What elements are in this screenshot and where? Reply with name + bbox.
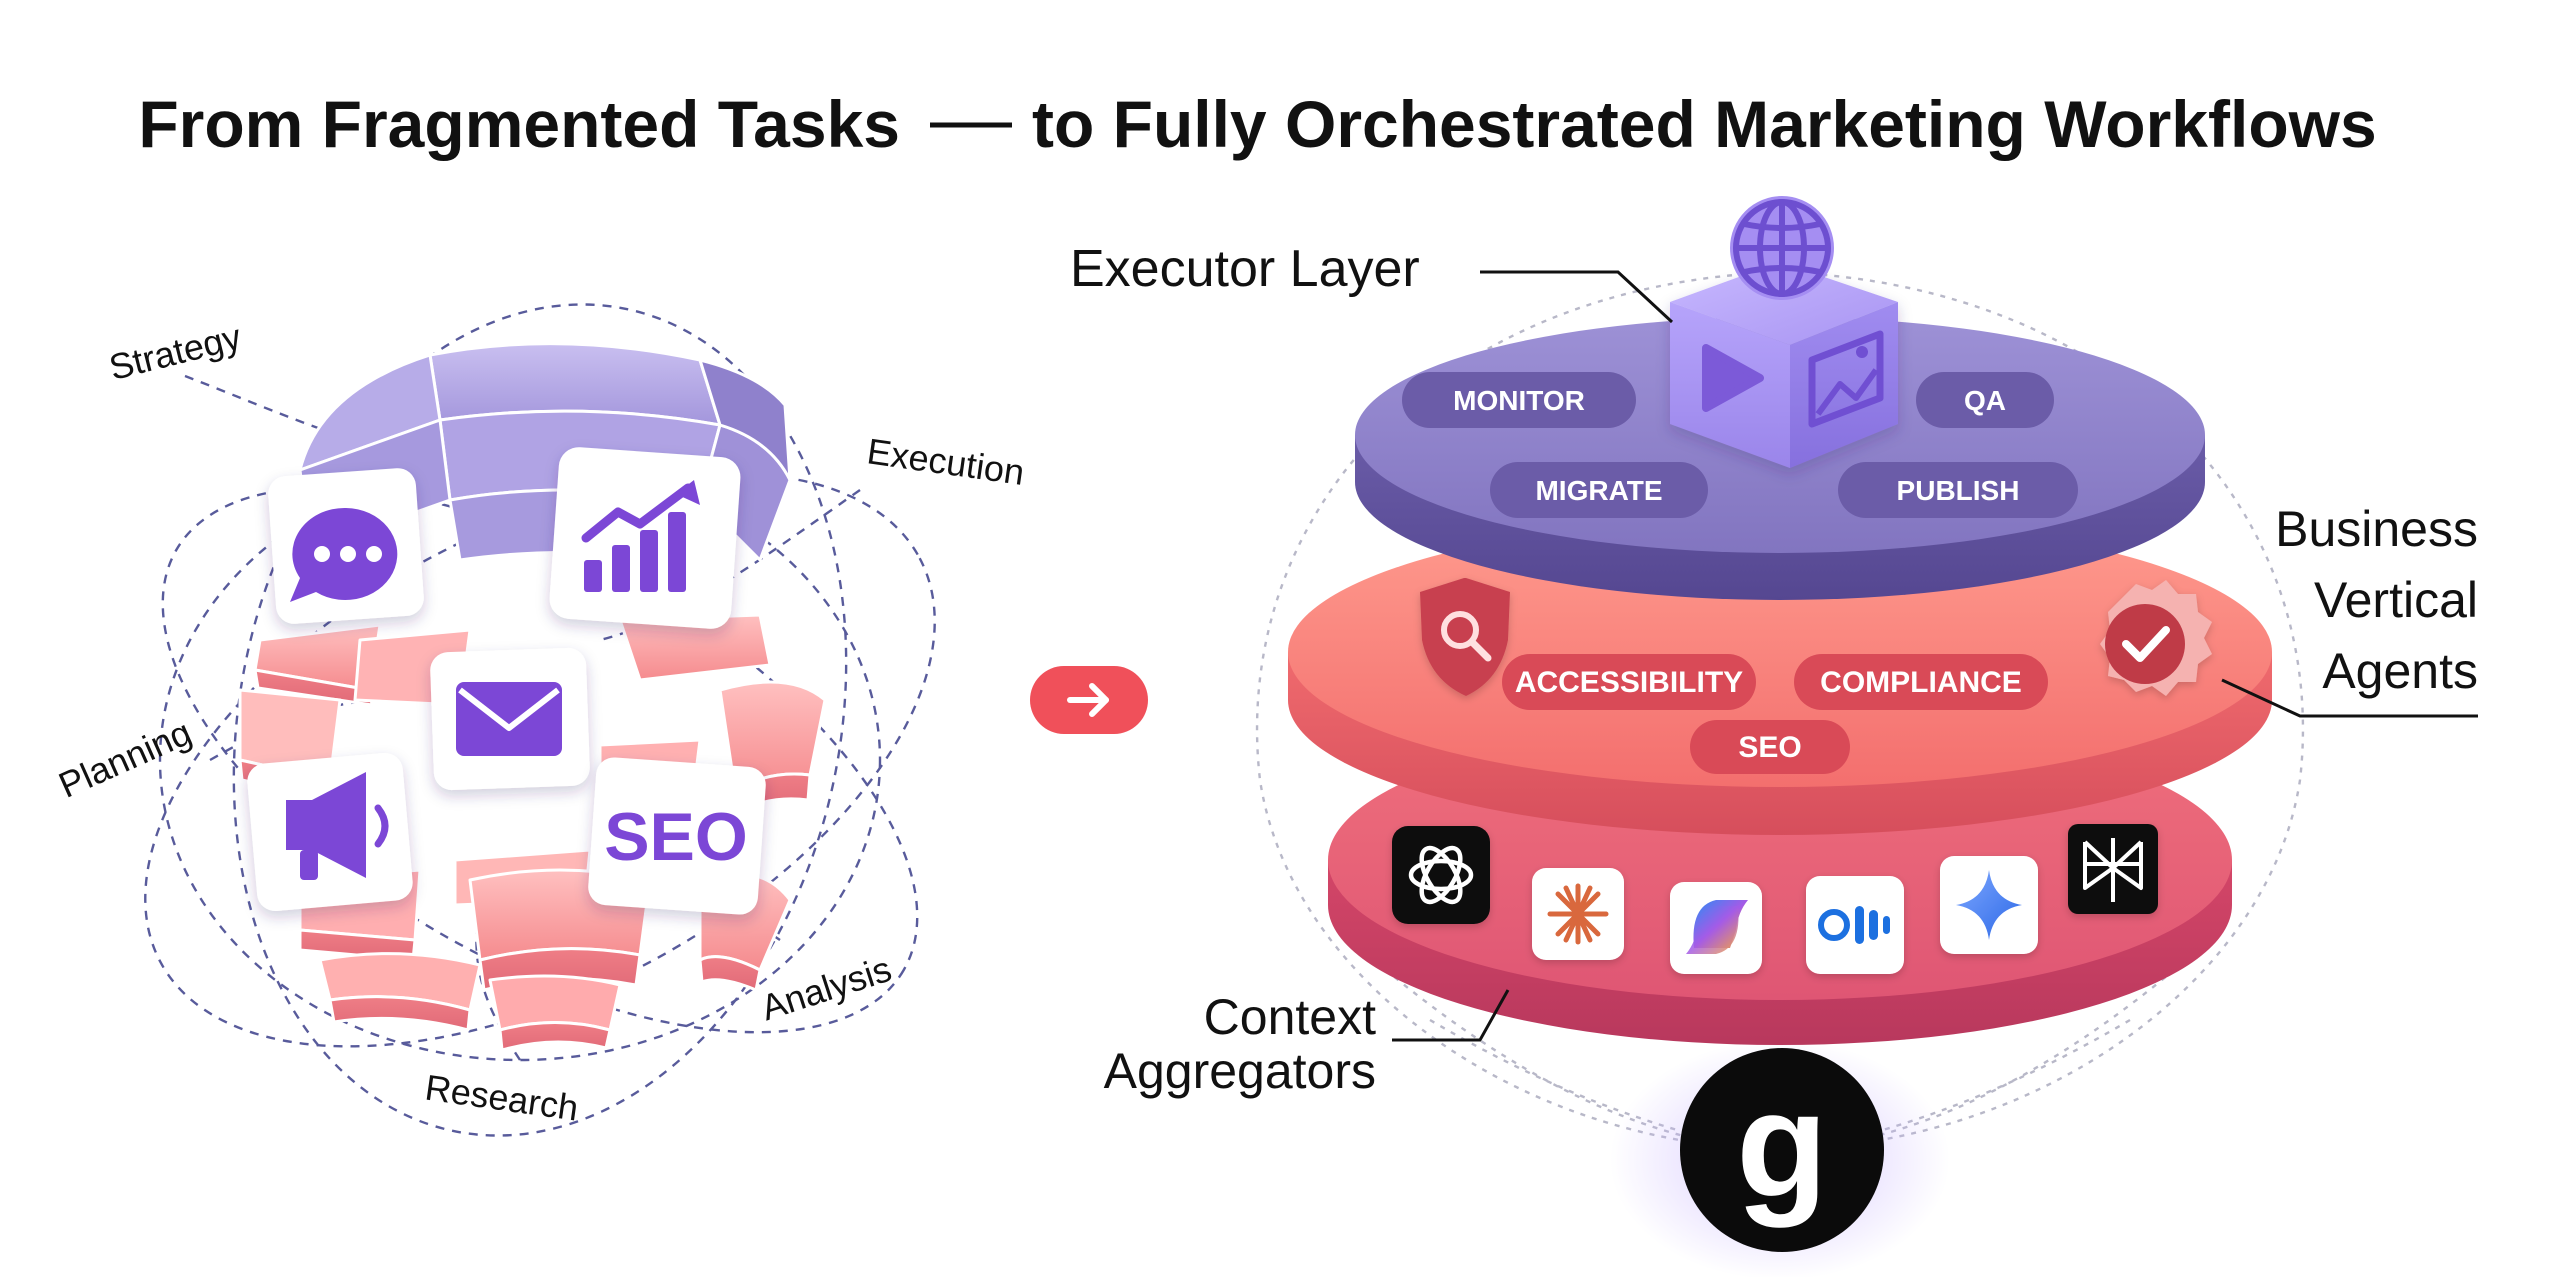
- globe-icon: [1730, 196, 1834, 300]
- fragmented-cluster: SEO: [144, 303, 936, 1137]
- pill-monitor: MONITOR: [1402, 372, 1636, 428]
- play-icon: [1702, 344, 1764, 412]
- label-planning: Planning: [53, 711, 198, 805]
- check-badge-icon: [2100, 580, 2212, 696]
- megaphone-icon: [286, 772, 389, 880]
- label-research: Research: [423, 1067, 581, 1129]
- svg-text:ACCESSIBILITY: ACCESSIBILITY: [1515, 666, 1743, 699]
- mail-tile: [430, 647, 590, 791]
- label-analysis: Analysis: [756, 948, 896, 1028]
- svg-text:MONITOR: MONITOR: [1453, 385, 1585, 416]
- pill-accessibility: ACCESSIBILITY: [1502, 654, 1756, 710]
- executor-cube: [1670, 262, 1898, 468]
- business-leader-line: [2221, 678, 2478, 718]
- svg-text:g: g: [1736, 1060, 1828, 1228]
- title-left: From Fragmented Tasks: [138, 87, 900, 161]
- label-business-line-3: Agents: [2322, 643, 2478, 699]
- shield-search-icon: [1420, 578, 1510, 696]
- context-leader-line: [1392, 989, 1510, 1042]
- label-business-line-2: Vertical: [2314, 572, 2478, 628]
- chart-tile: [549, 447, 741, 629]
- megaphone-tile: [247, 752, 413, 912]
- pill-publish: PUBLISH: [1838, 462, 2078, 518]
- label-business-line-1: Business: [2275, 501, 2478, 557]
- image-icon: [1808, 330, 1884, 428]
- svg-text:MIGRATE: MIGRATE: [1535, 475, 1662, 506]
- openai-icon: [1392, 826, 1490, 924]
- copilot-icon: [1670, 882, 1762, 974]
- chat-icon: [290, 507, 398, 602]
- label-execution: Execution: [865, 430, 1027, 493]
- gemini-icon: [1940, 856, 2038, 954]
- svg-text:COMPLIANCE: COMPLIANCE: [1820, 666, 2022, 699]
- arrow-right-icon: [1067, 683, 1109, 717]
- brand-logo-icon: g: [1680, 1048, 1884, 1252]
- seo-icon: SEO: [604, 799, 748, 875]
- seo-tile: SEO: [588, 757, 766, 915]
- pill-qa: QA: [1916, 372, 2054, 428]
- title-right: to Fully Orchestrated Marketing Workflow…: [1032, 87, 2377, 161]
- transition-arrow: [1030, 666, 1148, 734]
- label-executor-layer: Executor Layer: [1070, 240, 1420, 298]
- claude-icon: [1532, 868, 1624, 960]
- svg-text:QA: QA: [1964, 385, 2006, 416]
- svg-text:PUBLISH: PUBLISH: [1897, 475, 2020, 506]
- pill-migrate: MIGRATE: [1490, 462, 1708, 518]
- svg-text:SEO: SEO: [1738, 731, 1801, 764]
- label-strategy: Strategy: [105, 316, 245, 388]
- executor-leader-line: [1480, 270, 1674, 324]
- chart-growth-icon: [581, 480, 700, 592]
- otter-icon: [1806, 876, 1904, 974]
- pill-seo: SEO: [1690, 720, 1850, 774]
- perplexity-icon: [2068, 824, 2158, 914]
- label-context-line-2: Aggregators: [1104, 1043, 1376, 1099]
- chat-tile: [268, 468, 424, 624]
- label-context-line-1: Context: [1204, 989, 1376, 1045]
- mail-icon: [456, 682, 562, 756]
- pill-compliance: COMPLIANCE: [1794, 654, 2048, 710]
